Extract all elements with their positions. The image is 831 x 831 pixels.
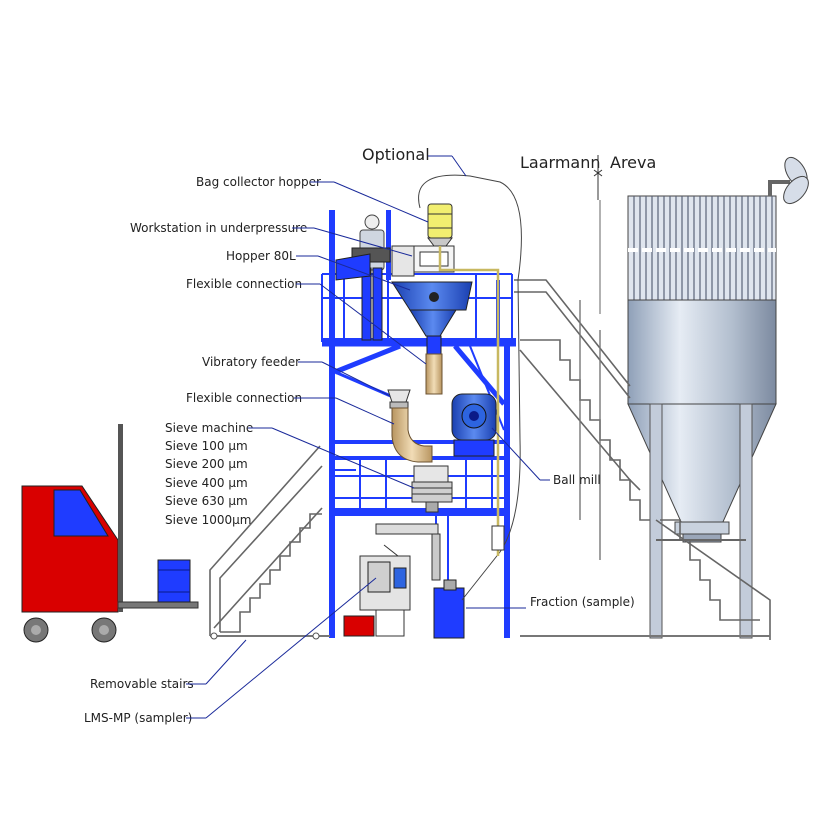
sieve-size-5: Sieve 1000µm xyxy=(165,513,252,527)
removable-stairs-label: Removable stairs xyxy=(90,677,194,691)
bag-collector-hopper-label: Bag collector hopper xyxy=(196,175,321,189)
optional-label: Optional xyxy=(362,145,430,164)
fraction-label: Fraction (sample) xyxy=(530,595,635,609)
laarmann-label: Laarmann xyxy=(520,153,601,172)
optional-piping xyxy=(418,174,601,601)
sieve-size-2: Sieve 200 µm xyxy=(165,457,248,471)
vibratory-feeder-label: Vibratory feeder xyxy=(202,355,300,369)
flexible-connection-bottom-label: Flexible connection xyxy=(186,391,302,405)
right-stairs xyxy=(514,279,771,640)
sieve-machine-label: Sieve machine xyxy=(165,421,253,435)
silo xyxy=(627,156,809,639)
sieve-size-1: Sieve 100 µm xyxy=(165,439,248,453)
hopper-80l xyxy=(391,281,473,355)
sieve-machine xyxy=(375,465,453,581)
ball-mill-label: Ball mill xyxy=(553,473,601,487)
flexible-connection-bottom xyxy=(391,407,433,463)
removable-stairs xyxy=(209,445,330,640)
flexible-connection-top xyxy=(425,353,443,395)
vibratory-feeder xyxy=(387,389,411,409)
ball-mill xyxy=(451,393,497,457)
areva-label: Areva xyxy=(610,153,656,172)
sampler-label: LMS-MP (sampler) xyxy=(84,711,192,725)
hopper-label: Hopper 80L xyxy=(226,249,296,263)
lms-mp-sampler xyxy=(343,544,411,637)
sieve-size-4: Sieve 630 µm xyxy=(165,494,248,508)
fraction-container xyxy=(433,579,465,639)
sieve-size-3: Sieve 400 µm xyxy=(165,476,248,490)
workstation-label: Workstation in underpressure xyxy=(130,221,307,235)
flexible-connection-top-label: Flexible connection xyxy=(186,277,302,291)
workstation xyxy=(335,245,455,281)
forklift xyxy=(21,424,199,643)
bag-collector-hopper xyxy=(427,203,453,247)
